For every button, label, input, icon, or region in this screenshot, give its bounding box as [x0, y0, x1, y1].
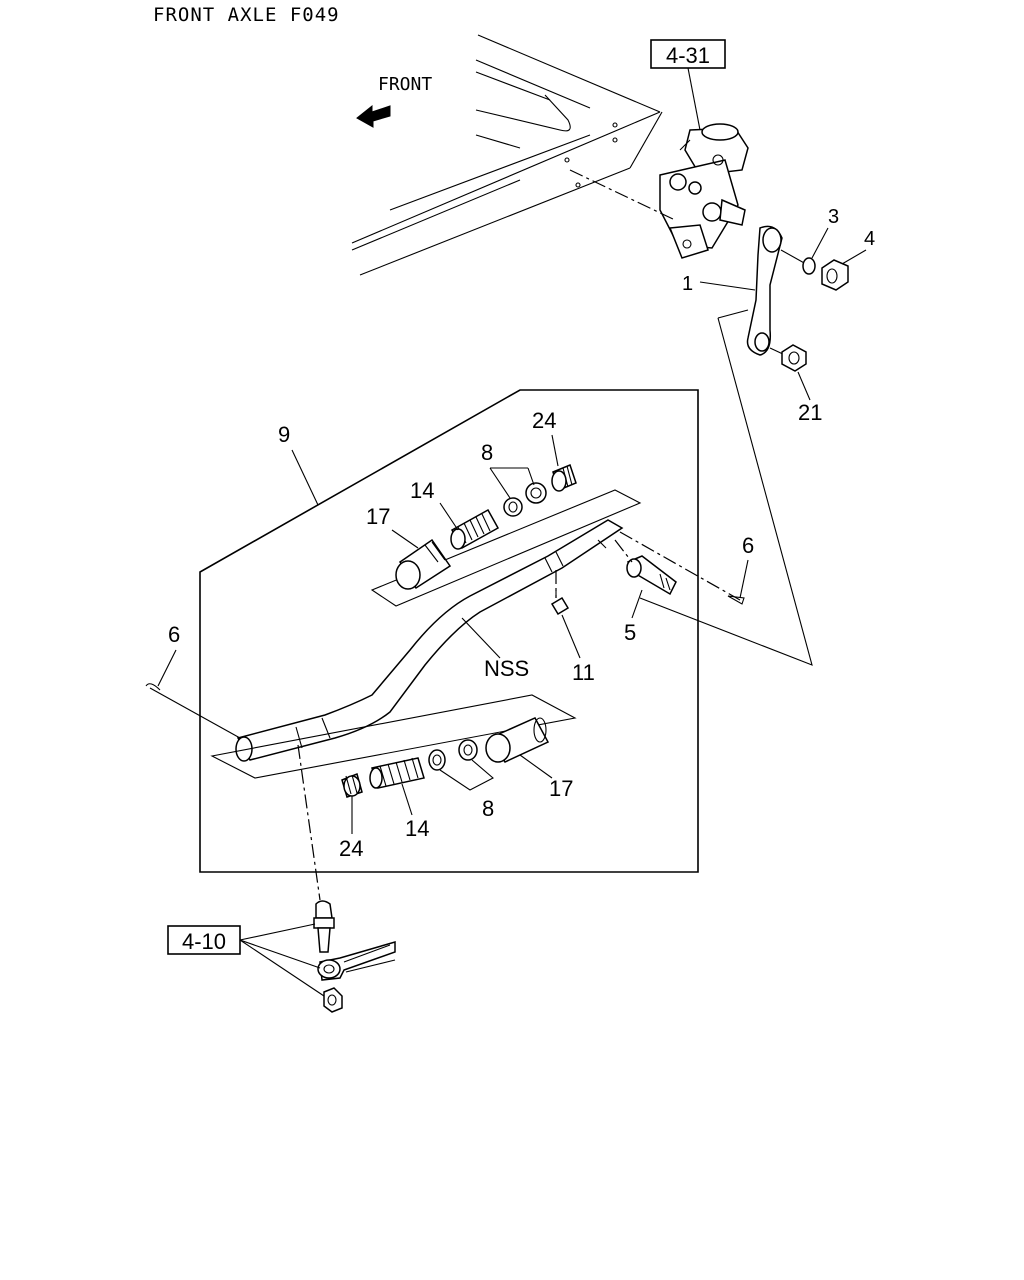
adjusting-plug-lower: [341, 772, 363, 798]
spring-lower: [369, 757, 425, 789]
spring-upper: [450, 508, 500, 550]
ball-seat-lower: [428, 739, 478, 771]
callout-4: 4: [864, 228, 875, 250]
callout-3: 3: [828, 206, 839, 228]
callout-14-upper: 14: [410, 478, 434, 503]
callout-8-lower: 8: [482, 796, 494, 821]
callout-11: 11: [572, 660, 595, 685]
ball-stud: [626, 555, 677, 596]
cotter-pin-line-right: [619, 531, 741, 601]
callout-24-lower: 24: [339, 836, 363, 861]
grease-nipple: [550, 590, 570, 616]
callout-8-upper: 8: [481, 440, 493, 465]
center-line-lower: [297, 744, 321, 901]
drag-link-assembly-frame: [199, 389, 699, 873]
nut-4: [821, 259, 849, 291]
callout-21: 21: [798, 400, 822, 425]
drag-link-rod: [235, 519, 624, 762]
front-label: FRONT: [378, 74, 432, 95]
ball-seat-sleeve-lower: [485, 717, 550, 763]
callout-5: 5: [624, 620, 636, 645]
callout-9: 9: [278, 422, 290, 447]
adjusting-plug-upper: [551, 464, 577, 492]
callout-6-left: 6: [168, 622, 180, 647]
tie-rod-end: [313, 900, 396, 1013]
callout-14-lower: 14: [405, 816, 429, 841]
nut-21: [781, 344, 807, 372]
diagram-title: FRONT AXLE F049: [153, 4, 340, 26]
ref-tie-rod-text: 4-10: [182, 929, 226, 954]
cotter-pin-line-left: [149, 687, 241, 739]
lower-parts-plate: [210, 694, 577, 779]
pitman-arm: [746, 225, 783, 356]
callout-17-lower: 17: [549, 776, 573, 801]
callout-24-upper: 24: [532, 408, 556, 433]
ref-gear-box-text: 4-31: [666, 43, 710, 68]
callout-17-upper: 17: [366, 504, 390, 529]
steering-gear-box: [659, 123, 749, 259]
chassis-frame: [351, 34, 663, 276]
lock-washer: [802, 257, 816, 275]
callout-nss: NSS: [484, 656, 529, 681]
callout-1: 1: [682, 273, 693, 295]
ball-seat-upper: [503, 482, 547, 517]
callout-6-right: 6: [742, 533, 754, 558]
gear-box-mount-line: [569, 169, 676, 221]
front-direction-arrow: [356, 104, 391, 128]
upper-parts-plate: [370, 489, 642, 607]
pitman-leader: [639, 317, 813, 666]
ball-seat-sleeve-upper: [395, 538, 452, 590]
